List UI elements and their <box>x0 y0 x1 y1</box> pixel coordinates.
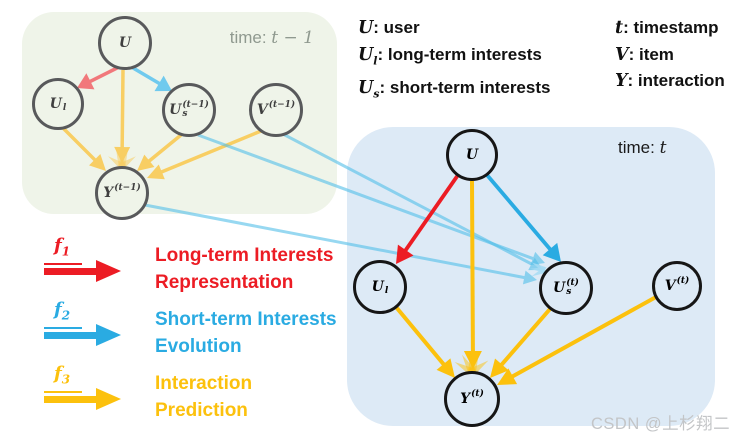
arrow-f1-now-U-to-Ul <box>396 173 460 264</box>
node-label: U <box>49 96 62 112</box>
f1-arrow-icon <box>44 260 121 282</box>
node-V-now: V(t) <box>652 261 702 311</box>
f3-arrow-icon <box>44 388 121 410</box>
arrow-f2-now-U-to-Us <box>485 173 561 262</box>
glossary-row: Ul: long-term interests <box>358 44 542 68</box>
legend-fn-label: f2 <box>44 300 83 329</box>
node-label-scripts: (t−1) <box>114 183 141 193</box>
node-label: Y <box>460 391 471 407</box>
time-prefix: time: <box>618 138 655 157</box>
watermark: CSDN @上杉翔二 <box>591 415 731 433</box>
arrow-f2-cross-Y-to-UsT <box>144 203 537 285</box>
arrow-f3-past-U-to-Y <box>114 69 131 163</box>
glossary-desc: user <box>378 18 420 37</box>
glossary-symbol: t <box>615 18 624 38</box>
node-U-past: U <box>98 16 152 70</box>
burst-Y-past <box>108 156 125 169</box>
f2-arrow-icon <box>44 324 121 346</box>
node-label: V <box>256 102 268 118</box>
glossary-symbol: Y <box>615 71 628 91</box>
burst-Us-now <box>531 267 547 277</box>
arrow-f3-past-Ul-to-Y <box>61 126 106 171</box>
glossary-row: Us: short-term interests <box>358 77 551 101</box>
time-label-now: time: t <box>618 138 666 158</box>
node-label: U <box>371 279 384 295</box>
legend-fn-label: f1 <box>44 236 83 265</box>
node-label-scripts: (t−1)s <box>182 100 209 119</box>
arrow-f3-now-V-to-Y <box>497 295 657 385</box>
glossary-column-right: t: timestamp V: item Y: interaction <box>615 15 725 95</box>
arrow-f3-past-Us-to-Y <box>137 133 183 171</box>
time-variable: t <box>659 138 667 158</box>
node-label-scripts: l <box>62 103 67 113</box>
node-Y-past: Y(t−1) <box>95 166 149 220</box>
node-U-now: U <box>446 129 498 181</box>
glossary-row: t: timestamp <box>615 18 719 38</box>
glossary-desc: interaction <box>633 71 725 90</box>
node-label-scripts: (t)s <box>566 278 579 297</box>
node-label-scripts: (t) <box>471 389 484 399</box>
node-Us-past: U(t−1)s <box>162 83 216 137</box>
glossary-symbol: Us <box>358 77 380 101</box>
glossary-desc: item <box>634 44 674 64</box>
node-V-past: V(t−1) <box>249 83 303 137</box>
glossary-desc: short-term interests <box>385 77 551 97</box>
glossary-desc: timestamp <box>628 18 719 37</box>
arrow-f3-past-V-to-Y <box>147 129 262 180</box>
glossary-symbol: U <box>358 18 374 38</box>
time-variable: t − 1 <box>271 28 314 48</box>
node-Y-now: Y(t) <box>444 371 500 427</box>
glossary-row: Y: interaction <box>615 71 725 91</box>
arrow-f3-now-U-to-Y <box>463 180 482 369</box>
glossary-symbol: Ul <box>358 44 378 68</box>
time-prefix: time: <box>229 28 267 47</box>
glossary-row: U: user <box>358 18 420 38</box>
node-label: Y <box>103 185 114 201</box>
node-label: U <box>118 35 132 51</box>
node-label: V <box>664 278 676 294</box>
arrow-f1-past-U-to-Ul <box>77 64 122 90</box>
node-label-scripts: l <box>384 286 389 296</box>
arrow-f3-now-Ul-to-Y <box>394 305 455 378</box>
node-label: U <box>465 147 479 163</box>
node-label-scripts: (t) <box>676 276 690 286</box>
arrow-f3-now-Us-to-Y <box>490 307 552 378</box>
glossary-symbol: V <box>615 44 629 65</box>
legend-fn-label: f3 <box>44 364 83 393</box>
node-label-scripts: (t−1) <box>268 100 296 110</box>
arrow-f2-past-U-to-Us <box>127 63 172 92</box>
node-label: U <box>169 102 182 118</box>
node-Us-now: U(t)s <box>539 261 593 315</box>
glossary-desc: long-term interests <box>383 44 542 64</box>
glossary-row: V: item <box>615 44 674 65</box>
node-label: U <box>553 280 566 296</box>
time-label-past: time: t − 1 <box>208 28 314 48</box>
